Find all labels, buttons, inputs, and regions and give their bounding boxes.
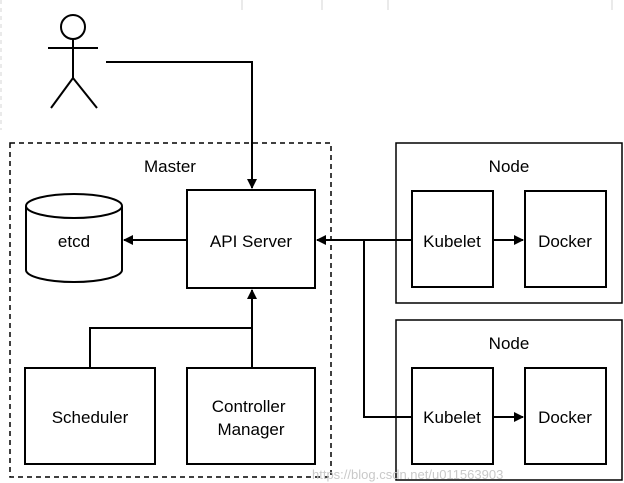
watermark-text: https://blog.csdn.net/u011563903 [312,467,503,482]
node-title-2: Node [489,334,530,353]
kubelet2-to-api-connector [363,240,412,418]
docker-label-2: Docker [538,408,592,427]
scheduler-label: Scheduler [52,408,129,427]
node-box-1 [395,142,623,304]
frame-guides [0,0,613,130]
api-server-box [186,189,316,289]
user-icon [48,14,98,109]
etcd-label: etcd [58,232,90,251]
etcd-database-icon [25,193,123,283]
node-box-2 [395,319,623,481]
node-title-1: Node [489,157,530,176]
docker-label-1: Docker [538,232,592,251]
master-box [9,142,332,478]
scheduler-to-api-connector [89,327,252,368]
docker-box-1 [524,190,607,288]
user-to-api-arrow [106,61,257,189]
kubelet-box-2 [411,367,494,465]
master-title: Master [144,157,196,176]
controller-manager-label: Controller Manager [212,397,290,439]
controller-manager-box [186,367,316,465]
kubelet-label-1: Kubelet [423,232,481,251]
kubelet-label-2: Kubelet [423,408,481,427]
api-server-label: API Server [210,232,293,251]
docker-box-2 [524,367,607,465]
